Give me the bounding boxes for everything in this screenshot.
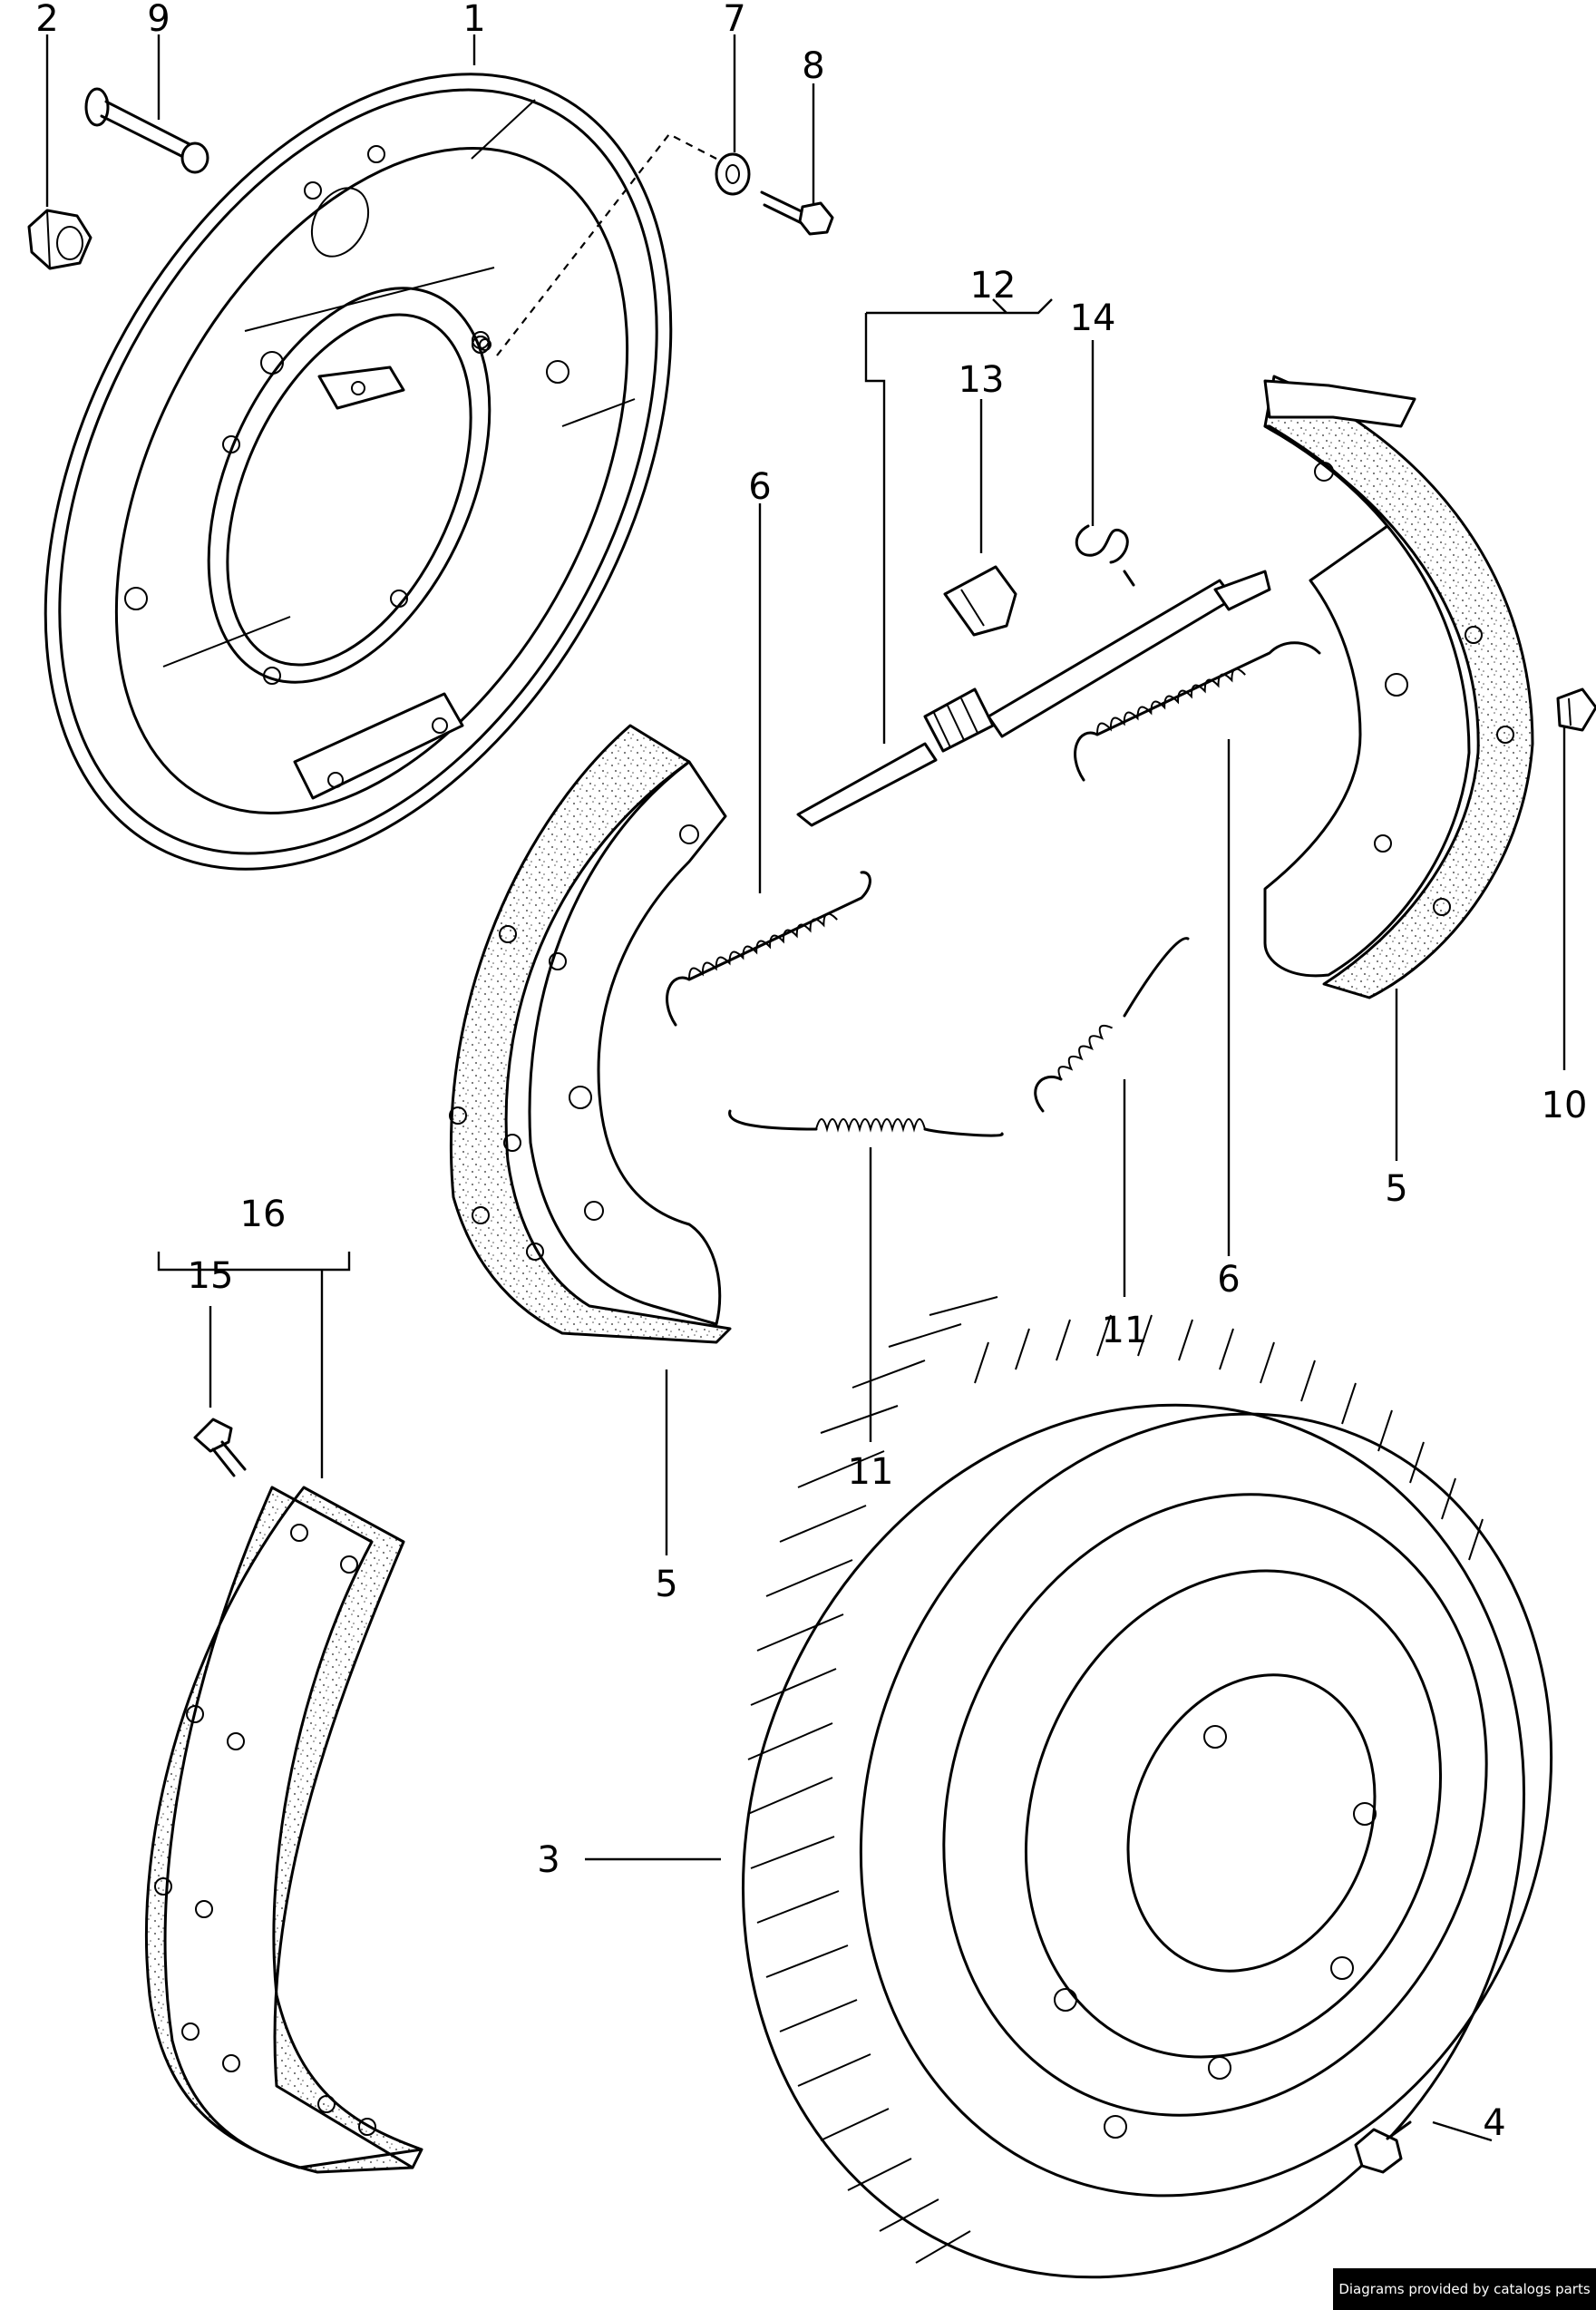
return-spring-right <box>1074 641 1321 782</box>
lock-washer <box>715 152 751 196</box>
hold-down-spring-lower <box>728 1109 1004 1137</box>
hold-down-spring-upper <box>1034 937 1190 1113</box>
credit-banner: Diagrams provided by catalogs parts <box>1333 2268 1596 2310</box>
callout-3: 3 <box>537 1839 560 1881</box>
callout-1: 1 <box>462 0 485 40</box>
retainer-clip <box>1556 687 1596 732</box>
callout-4: 4 <box>1483 2102 1505 2144</box>
nut <box>27 209 92 270</box>
small-spring <box>1075 524 1135 587</box>
callout-16: 16 <box>240 1194 287 1235</box>
callout-6-left: 6 <box>748 466 771 508</box>
callout-8: 8 <box>802 45 824 87</box>
brake-drum <box>741 1296 1553 2279</box>
bolt <box>84 87 209 174</box>
callout-6-right: 6 <box>1217 1259 1240 1301</box>
adjuster-assembly <box>796 570 1271 827</box>
brake-shoe-right <box>1263 375 1534 999</box>
hex-bolt <box>760 190 834 236</box>
rivet <box>193 1418 247 1477</box>
callout-10: 10 <box>1542 1085 1588 1126</box>
callout-11-lower: 11 <box>848 1451 894 1493</box>
brake-lining <box>144 1486 423 2174</box>
callout-14: 14 <box>1070 297 1116 339</box>
brake-shoe-left <box>449 724 732 1344</box>
backing-plate <box>44 73 673 871</box>
callout-12: 12 <box>970 265 1017 307</box>
callout-11-upper: 11 <box>1102 1310 1148 1351</box>
callout-5-left: 5 <box>655 1564 677 1605</box>
alignment-dashed-line <box>496 132 717 356</box>
callout-2: 2 <box>35 0 58 40</box>
callout-9: 9 <box>147 0 170 40</box>
credit-text: Diagrams provided by catalogs parts <box>1338 2281 1591 2297</box>
callout-labels: 1 2 9 7 8 12 14 13 6 10 5 6 11 16 15 11 … <box>35 0 1587 2144</box>
drum-screw <box>1354 2120 1412 2174</box>
callout-5-right: 5 <box>1385 1168 1407 1210</box>
callout-7: 7 <box>723 0 745 40</box>
adjuster-clip <box>943 565 1017 637</box>
return-spring-left <box>666 871 871 1027</box>
callout-15: 15 <box>188 1255 234 1297</box>
callout-13: 13 <box>959 359 1005 401</box>
leader-lines <box>45 34 1566 2142</box>
